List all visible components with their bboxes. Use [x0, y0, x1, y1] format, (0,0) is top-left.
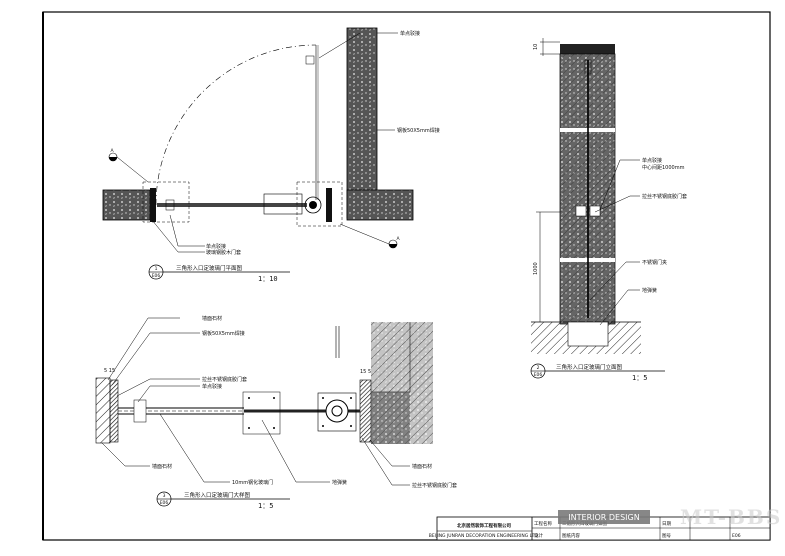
plan-side-note: 钢板50X5mm焊接 [397, 127, 440, 134]
tb-c4: 日期 [662, 521, 671, 527]
elev-label-1: 单点驳接 [642, 157, 662, 164]
watermark-text: MT-BBS [680, 505, 782, 529]
detail-view: 5 15 15 5 墙面石材 钢板50X5mm焊接 拉丝不锈钢底胶门套 单点驳接… [95, 315, 457, 510]
elev-height-dim: 1000 [533, 262, 539, 275]
detail-label-bottom-2: 10mm钢化玻璃门 [232, 479, 273, 486]
detail-label-bottom-1: 墙面石材 [152, 463, 172, 470]
tb-company: 北京居然装饰工程有限公司 [457, 522, 511, 529]
detail-label-bottom-4: 墙面石材 [412, 463, 432, 470]
detail-scale: 1：5 [258, 502, 273, 510]
plan-view: A A 单点驳接 钢板50X5mm焊接 单点驳接 玻璃钢胶木门套 1 E06 三… [102, 27, 440, 283]
plan-sheet-ref: E06 [152, 273, 161, 279]
elev-title: 三角形入口定玻璃门立面图 [556, 363, 623, 371]
tb-company-en: BEIJING JUNRAN DECORATION ENGINEERING LT… [429, 533, 539, 539]
watermark: MT-BBS INTERIOR DESIGN [558, 505, 782, 529]
detail-label-bottom-5: 拉丝不锈钢底胶门套 [412, 482, 457, 489]
detail-label-top-2: 钢板50X5mm焊接 [202, 330, 245, 337]
elev-sheet-ref: E06 [534, 372, 543, 378]
plan-label-2: 玻璃钢胶木门套 [206, 249, 241, 256]
detail-label-top-4: 单点驳接 [202, 383, 222, 390]
tb-v3: E06 [732, 533, 741, 539]
tb-c5: 图号 [662, 533, 671, 539]
plan-scale: 1：10 [258, 275, 278, 283]
elev-sheet-num: 2 [537, 365, 540, 371]
detail-dim-right: 15 5 [360, 369, 371, 375]
ref-mark-b: A [396, 236, 400, 242]
detail-sheet-num: 3 [163, 493, 166, 499]
plan-sheet-num: 1 [155, 266, 158, 272]
tb-c3: 图纸内容 [562, 532, 580, 539]
detail-title: 三角形入口定玻璃门大样图 [184, 491, 251, 499]
elev-label-5: 地弹簧 [642, 287, 657, 294]
tb-c2: 设计 [534, 532, 543, 539]
plan-label-1b: 单点驳接 [206, 243, 226, 250]
elev-label-3: 拉丝不锈钢底胶门套 [642, 193, 687, 200]
detail-sheet-ref: E06 [160, 500, 169, 506]
elev-label-4: 不锈钢门夹 [642, 259, 667, 266]
detail-dim-left: 5 15 [104, 368, 115, 374]
elevation-view: 10 1000 单点驳接 中心间距1000mm 拉丝不锈钢底胶门套 不锈钢门夹 … [530, 38, 687, 382]
ref-mark-a: A [110, 148, 114, 154]
elev-scale: 1：5 [632, 374, 647, 382]
elev-top-dim: 10 [533, 44, 539, 50]
plan-label-1: 单点驳接 [400, 30, 420, 37]
tb-c1: 工程名称 [534, 520, 552, 527]
watermark-badge: INTERIOR DESIGN [568, 513, 639, 522]
detail-label-top-1: 墙面石材 [202, 315, 222, 322]
elev-label-2: 中心间距1000mm [642, 164, 685, 171]
detail-label-top-3: 拉丝不锈钢底胶门套 [202, 376, 247, 383]
plan-title: 三角形入口定玻璃门平面图 [176, 264, 243, 272]
detail-label-bottom-3: 地弹簧 [332, 479, 347, 486]
